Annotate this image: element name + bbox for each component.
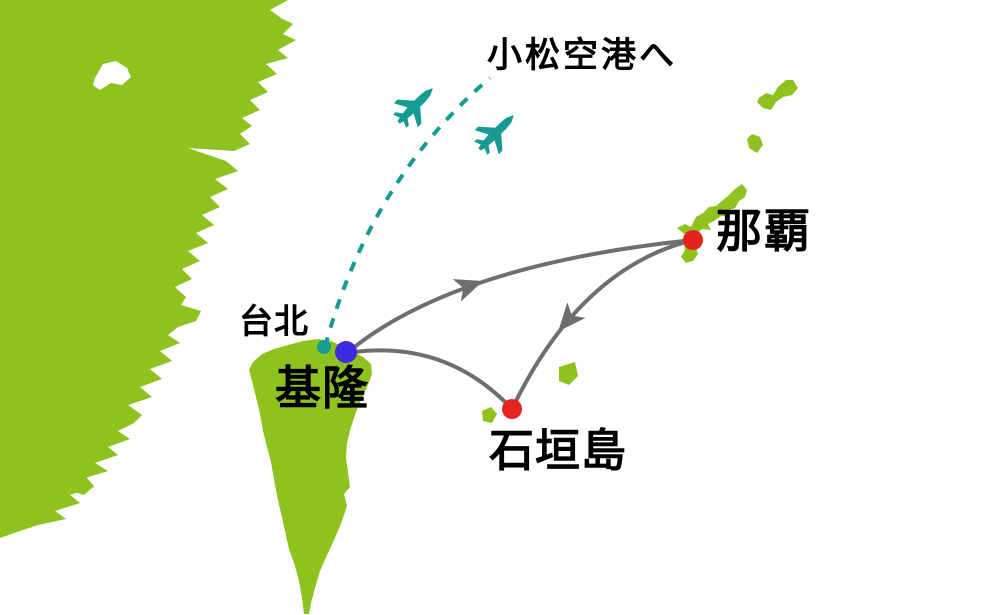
komatsu-airport-label: 小松空港へ <box>487 36 678 75</box>
ishigaki-label: 石垣島 <box>489 425 628 476</box>
ishigaki-marker <box>502 399 522 419</box>
taipei-marker <box>317 340 331 354</box>
mainland-china-landmass <box>0 0 296 538</box>
cruise-route-keelung-naha <box>345 238 695 355</box>
naha-label: 那覇 <box>716 205 812 257</box>
airplane-icon <box>393 88 433 128</box>
taipei-label: 台北 <box>239 303 309 341</box>
cruise-route-naha-ishigaki <box>510 238 695 411</box>
ishigaki-islet <box>482 407 497 423</box>
iriomote-islet <box>559 362 578 385</box>
airplane-icon <box>474 115 514 155</box>
tokunoshima-island <box>747 134 763 153</box>
amami-island <box>757 80 798 110</box>
taiwan-island <box>249 339 372 614</box>
flight-path-dashed-line <box>323 76 492 348</box>
naha-marker <box>683 230 703 250</box>
mainland-lake <box>93 61 131 90</box>
route-arrow-to-naha-icon <box>452 279 484 302</box>
keelung-label: 基隆 <box>275 362 369 414</box>
route-arrow-to-ishigaki-icon <box>558 302 586 332</box>
coastal-islet <box>72 477 94 495</box>
cruise-route-keelung-ishigaki <box>345 348 514 411</box>
keelung-marker <box>335 341 357 363</box>
